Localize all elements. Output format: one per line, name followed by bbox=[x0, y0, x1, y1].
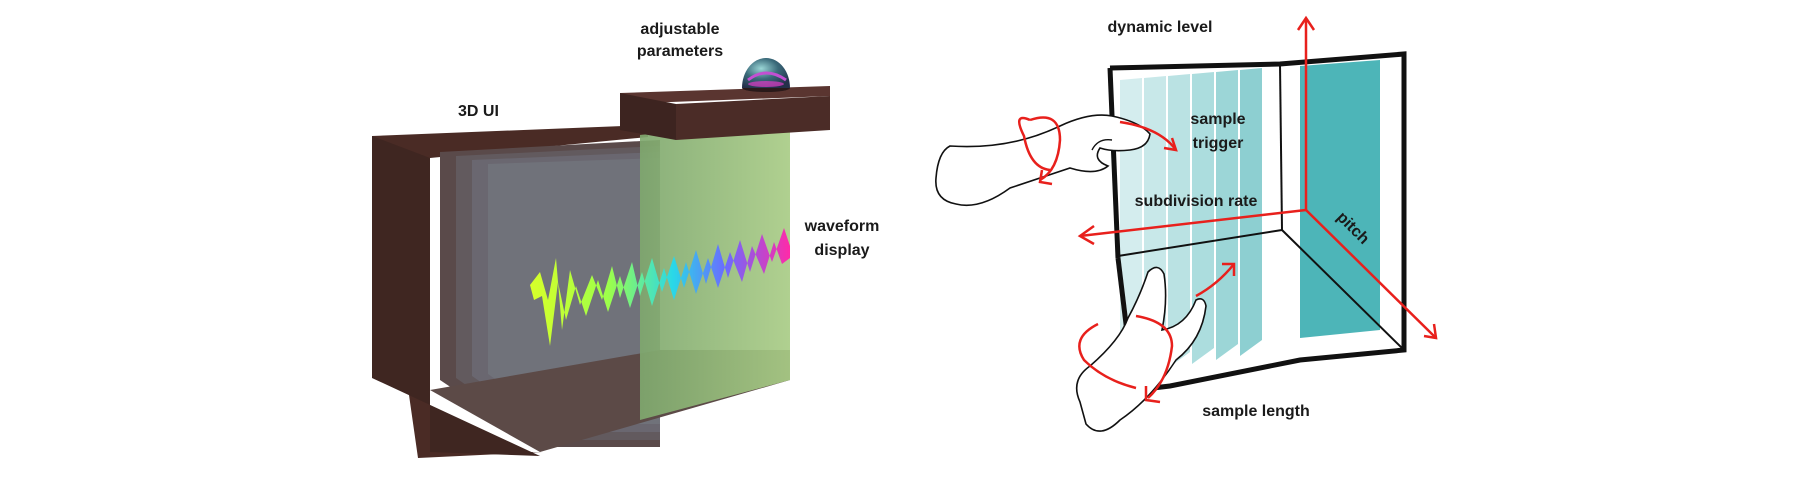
upper-hand-icon bbox=[935, 114, 1178, 207]
ui-box-body bbox=[372, 136, 540, 456]
label-adjustable-parameters-1: adjustable bbox=[640, 21, 719, 38]
label-adjustable-parameters-2: parameters bbox=[637, 43, 723, 60]
label-subdivision-rate: subdivision rate bbox=[1135, 193, 1258, 210]
label-3d-ui: 3D UI bbox=[458, 103, 499, 120]
label-dynamic-level: dynamic level bbox=[1108, 19, 1213, 36]
left-3d-ui-illustration bbox=[372, 58, 830, 458]
axis-pitch bbox=[1305, 209, 1437, 339]
label-sample-trigger-1: sample bbox=[1190, 111, 1245, 128]
axis-subdivision-rate bbox=[1079, 208, 1307, 238]
label-waveform-1: waveform bbox=[804, 218, 880, 235]
label-sample-trigger-2: trigger bbox=[1193, 135, 1244, 152]
label-sample-length: sample length bbox=[1202, 403, 1310, 420]
right-interaction-diagram bbox=[935, 15, 1438, 432]
waveform-display bbox=[530, 228, 790, 346]
axes bbox=[1077, 15, 1438, 340]
parameter-sphere-icon bbox=[742, 58, 790, 92]
label-waveform-2: display bbox=[814, 242, 869, 259]
ui-top-platform-front bbox=[620, 93, 676, 140]
lower-hand-icon bbox=[1075, 262, 1236, 432]
ui-top-platform-side bbox=[676, 96, 830, 140]
